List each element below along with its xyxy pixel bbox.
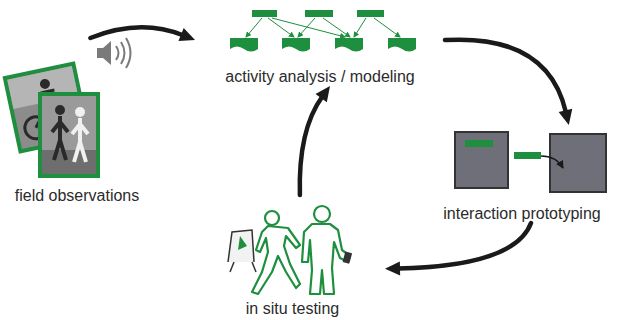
runner-head xyxy=(265,211,279,225)
caption-group: in situ testing xyxy=(200,299,385,318)
person-body xyxy=(52,116,68,160)
arrow-head xyxy=(559,109,573,125)
photo-collage xyxy=(5,38,131,176)
cycle-arrow xyxy=(385,223,531,275)
stage-caption: in situ testing xyxy=(246,299,339,318)
person-head xyxy=(55,105,65,115)
runner-figure xyxy=(252,211,300,294)
sign-arrow xyxy=(238,236,247,250)
stage-caption: activity analysis / modeling xyxy=(225,67,414,86)
model-link xyxy=(272,18,345,37)
rider-head xyxy=(39,78,51,90)
sound-wave xyxy=(116,46,119,60)
caption-group: interaction prototyping xyxy=(432,204,612,223)
model-bar xyxy=(357,10,384,17)
cycle-arrow xyxy=(445,40,572,125)
model-bar xyxy=(305,10,333,17)
runners-photo xyxy=(40,94,98,176)
observer-body xyxy=(302,224,350,294)
prototype-screens xyxy=(455,132,606,192)
cycle-arrow xyxy=(300,86,330,195)
stage-node: field observations xyxy=(3,38,151,205)
observer-figure xyxy=(302,206,350,294)
cycle-arrow xyxy=(90,27,195,41)
person-head xyxy=(75,107,85,117)
sound-wave xyxy=(121,42,125,64)
arrow-head xyxy=(385,261,400,275)
stage-caption: interaction prototyping xyxy=(443,204,600,223)
activity-model xyxy=(230,10,416,52)
caption-group: field observations xyxy=(3,186,151,205)
model-link xyxy=(246,18,262,37)
stage-caption: field observations xyxy=(15,186,140,205)
observer-head xyxy=(314,206,330,222)
model-bar xyxy=(252,10,277,17)
caption-group: activity analysis / modeling xyxy=(195,67,445,86)
photo-ground xyxy=(42,150,96,174)
arrow-head xyxy=(316,86,330,102)
phone xyxy=(343,251,353,263)
model-leaf xyxy=(388,38,416,52)
easel-sign xyxy=(228,230,254,262)
speaker-body xyxy=(97,41,111,65)
arrow-line xyxy=(445,40,566,113)
model-link xyxy=(374,18,400,37)
ui-bar xyxy=(465,140,493,147)
stage-node: in situ testing xyxy=(200,195,385,318)
model-leaf xyxy=(230,38,258,52)
stage-node: interaction prototyping xyxy=(432,125,612,223)
arrow-head xyxy=(178,28,195,41)
model-link xyxy=(298,18,315,37)
ui-bar xyxy=(514,152,541,159)
transition-link xyxy=(541,156,563,168)
model-link xyxy=(354,18,366,37)
person-body xyxy=(72,118,88,162)
speaker-icon xyxy=(97,38,131,68)
arrow-line xyxy=(90,27,183,38)
sound-wave xyxy=(126,38,131,68)
screen xyxy=(455,132,508,188)
runner-body xyxy=(252,226,300,294)
model-leaf xyxy=(282,38,310,52)
model-leaf xyxy=(335,38,363,52)
testing-scene xyxy=(228,206,352,294)
arrow-line xyxy=(300,97,323,195)
easel-leg xyxy=(252,262,256,272)
arrow-line xyxy=(398,223,531,269)
stage-node: activity analysis / modeling xyxy=(195,4,445,86)
easel-leg xyxy=(230,262,234,272)
model-links xyxy=(246,18,400,37)
photo-frame xyxy=(40,94,98,176)
model-link xyxy=(323,18,350,37)
